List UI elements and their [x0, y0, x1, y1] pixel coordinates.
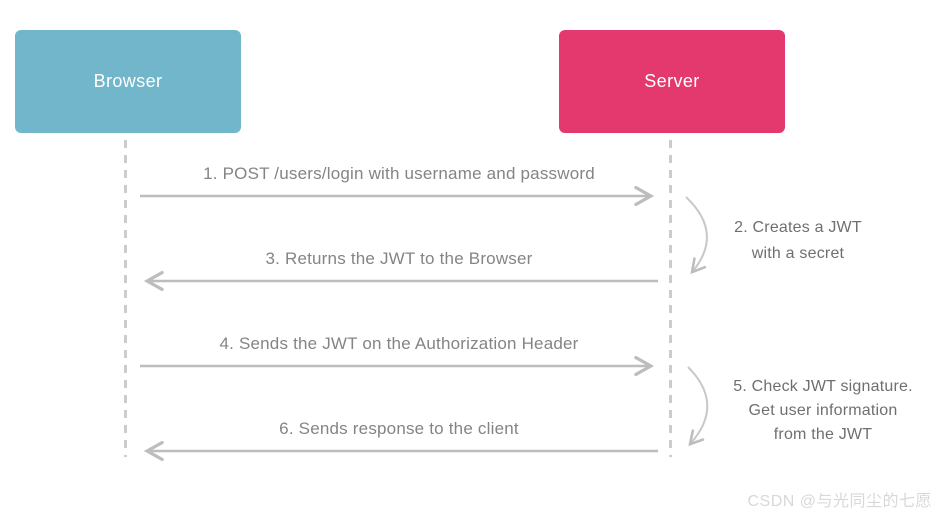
self-loop-arrow-note-2: [685, 196, 708, 275]
self-loop-arrow-note-5: [687, 366, 709, 447]
actor-box-browser: Browser: [15, 30, 241, 133]
note-2-line-2: with a secret: [751, 245, 845, 262]
message-label-6: 6. Sends response to the client: [279, 419, 519, 438]
note-5-line-2: Get user information: [748, 402, 898, 419]
actor-box-server: Server: [559, 30, 785, 133]
actor-label-server: Server: [644, 71, 700, 91]
message-label-3: 3. Returns the JWT to the Browser: [265, 249, 533, 268]
note-2-line-1: 2. Creates a JWT: [734, 219, 862, 236]
note-5-line-3: from the JWT: [773, 426, 873, 443]
message-label-4: 4. Sends the JWT on the Authorization He…: [219, 334, 579, 353]
note-2: 2. Creates a JWT with a secret: [706, 215, 890, 267]
actor-label-browser: Browser: [93, 71, 163, 91]
message-label-1: 1. POST /users/login with username and p…: [203, 164, 595, 183]
note-5: 5. Check JWT signature. Get user informa…: [710, 375, 936, 447]
csdn-watermark: CSDN @与光同尘的七愿: [747, 493, 932, 510]
note-5-line-1: 5. Check JWT signature.: [733, 378, 913, 395]
